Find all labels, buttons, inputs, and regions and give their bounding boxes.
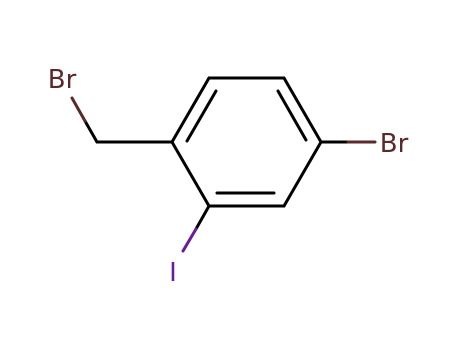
- double-bond-inner-2: [276, 89, 308, 142]
- bond-ch2-br-carbon-half: [83, 119, 99, 144]
- ring-bond-c3-c4: [282, 76, 323, 144]
- bond-ring-i-carbon-half: [194, 204, 211, 231]
- double-bond-inner-1: [185, 89, 218, 143]
- atom-label-bromine-ring: Br: [380, 129, 409, 159]
- bond-ring-i-iodine-half: [181, 227, 198, 253]
- ring-bond-c1-c2: [170, 76, 211, 144]
- aromatic-double-bonds: [185, 89, 308, 195]
- ring-bond-c4-c5: [282, 140, 323, 208]
- benzene-ring: [170, 76, 323, 208]
- ring-bond-c6-c1: [170, 140, 211, 208]
- bond-ch2-br-bromine-half: [70, 96, 87, 123]
- atom-label-bromine-benzyl: Br: [48, 65, 77, 95]
- atom-label-iodine: I: [169, 258, 177, 288]
